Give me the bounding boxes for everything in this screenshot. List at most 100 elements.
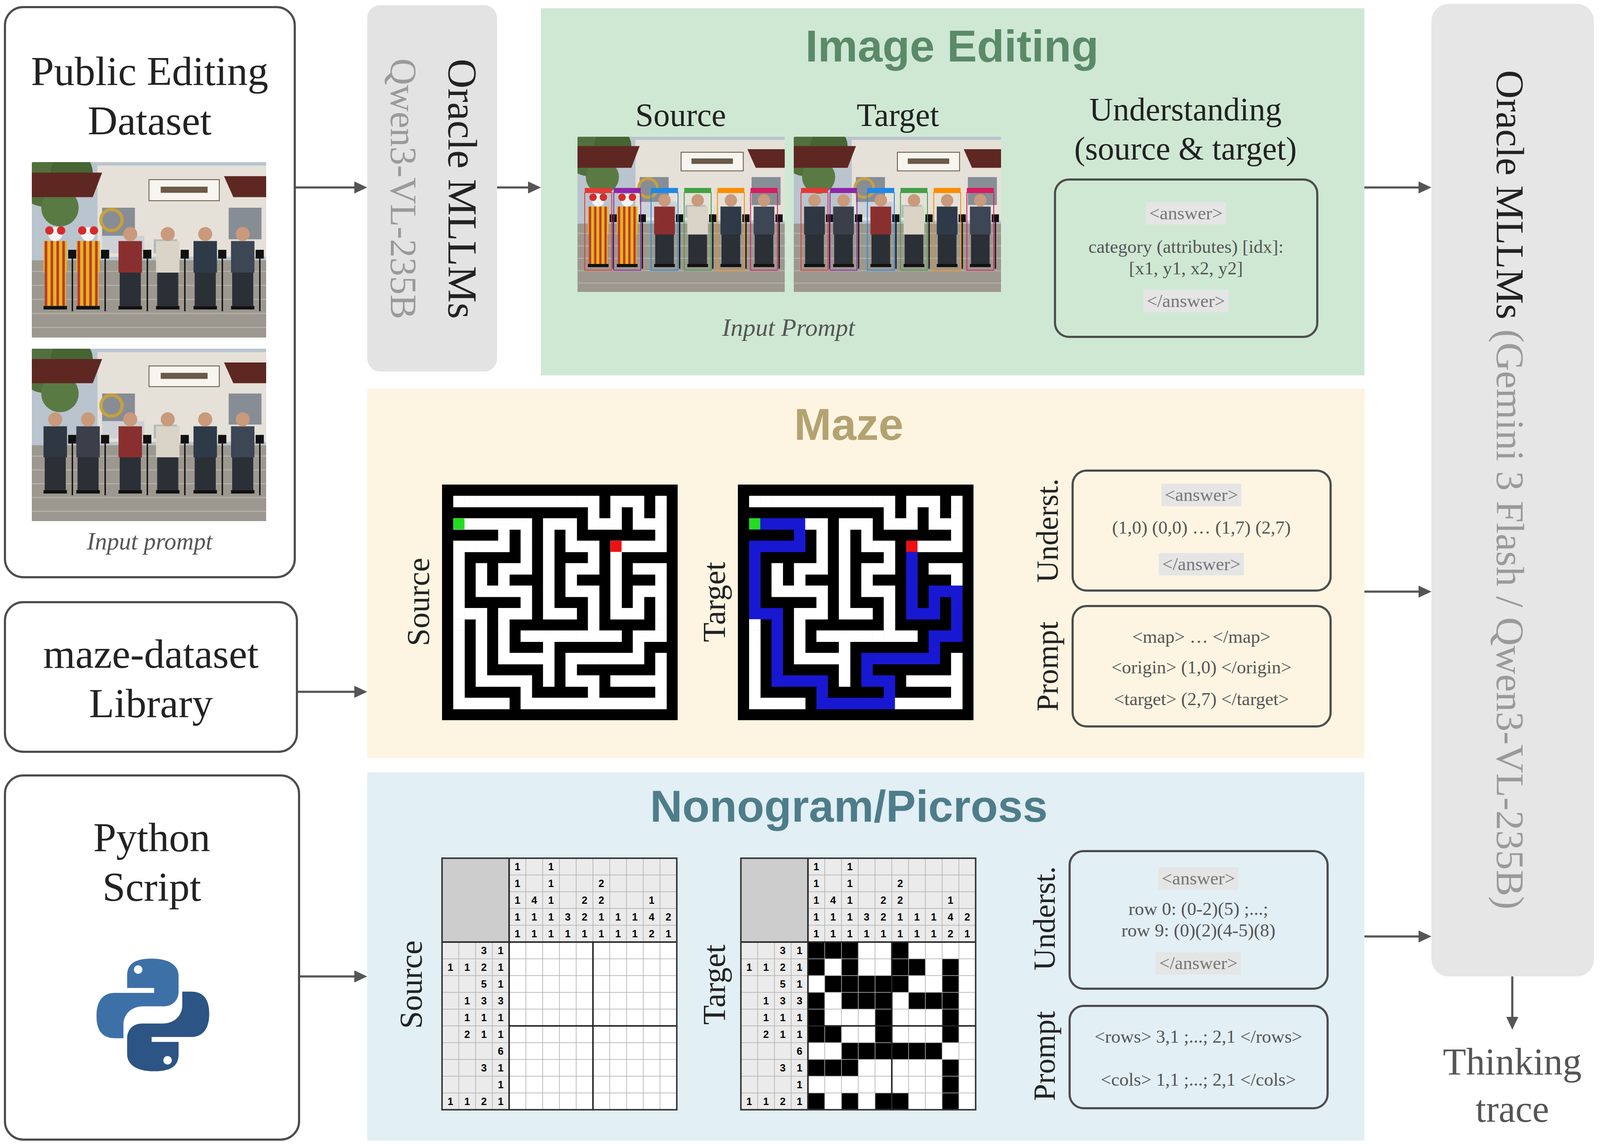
maze-cell [509,652,522,665]
clue-number: 1 4 2 [946,891,956,943]
maze-cell [838,596,851,609]
photo-feet [193,306,218,310]
maze-cell [554,518,566,530]
maze-cell [793,518,806,530]
maze-cell [453,641,465,654]
maze-cell [554,608,566,620]
maze-cell [520,495,533,508]
maze-cell [782,540,795,553]
maze-cell [872,630,885,642]
grid-line [442,975,677,977]
maze-cell [543,563,555,575]
bounding-box [717,192,745,271]
arrow-connector [1364,585,1432,598]
nonogram-filled-cell [942,1076,959,1094]
maze-cell [453,540,465,553]
maze-cell [838,529,851,541]
maze-cell [883,652,896,665]
maze-cell [905,495,918,508]
maze-cell [453,664,465,676]
maze-cell [610,574,622,587]
bounding-box [684,192,712,271]
photo-pavement-line [31,298,267,300]
clue-number: 1 1 [929,908,939,943]
maze-cell [497,529,510,541]
photo-stand [71,258,74,311]
maze-cell [655,630,667,642]
bounding-box [867,192,895,271]
photo-stand [709,214,717,223]
maze-cell [576,563,589,575]
maze-cell [939,563,952,575]
photo-person [76,426,101,458]
photo [577,136,785,292]
maze-cell [475,630,488,642]
maze-cell [816,686,829,699]
photo-pavement-line [793,282,1002,284]
maze-cell [883,686,896,699]
maze-cell [883,518,896,530]
python-logo [96,958,209,1072]
nonogram-filled-cell [807,1025,825,1043]
maze-cell [861,630,873,642]
maze-cell [905,596,918,609]
maze-cell [771,641,784,654]
grid-line [841,858,842,1110]
photo-stand [259,258,261,311]
maze-cell [951,529,963,541]
nonogram-filled-cell [841,992,859,1010]
nonogram-filled-cell [841,1059,859,1077]
maze-cell [644,563,656,575]
maze-cell [928,630,941,642]
maze-cell [598,697,611,710]
photo-person [903,206,925,235]
maze-cell [655,686,667,699]
grid-line [442,1025,677,1027]
photo-shape [874,194,888,207]
arrow-head [354,970,368,983]
maze-cell [760,518,772,530]
photo-sky [31,348,267,522]
maze-cell [565,495,578,508]
bounding-box [750,192,778,271]
photo-shape [48,412,63,427]
photo-person [230,241,255,273]
model-bar: Oracle MLLMs(Gemini 3 Flash / Qwen3-VL-2… [1431,3,1594,977]
maze-cell [850,697,862,710]
photo-pavement-line [31,469,267,471]
connector-line [295,186,357,189]
photo-person [870,206,891,235]
photo-shape [198,227,213,242]
maze-cell [872,495,885,508]
grid-line [442,991,677,993]
nonogram-clue-area [442,858,677,1110]
photo-person [655,233,674,265]
grid-thick-line [807,858,809,1110]
maze-cell [951,563,963,575]
grid-thick-line [442,941,677,943]
photo-stand [221,443,223,496]
maze-cell [655,619,667,631]
maze-cell [632,608,645,620]
maze-cell [531,697,544,710]
maze-cell [894,697,907,710]
photo-stripe [633,206,636,265]
nonogram-filled-cell [841,975,859,993]
bounding-box-tag [900,187,928,193]
photo-stand [143,435,152,444]
maze-cell [872,585,885,598]
maze-cell [905,552,918,564]
maze-cell [816,518,829,530]
photo-person [232,270,254,307]
grid-line [609,858,611,1110]
grid-thick-line [807,1025,976,1027]
maze-cell [644,518,656,530]
illustration-group [96,958,209,1072]
tag-text: <answer> [1145,202,1226,225]
nonogram-border [740,858,976,1110]
maze-cell [861,697,873,710]
photo-stand [221,258,223,311]
nonogram-border [442,858,677,1110]
source-box: maze-dataset Library [3,601,298,753]
illustration-group [20,151,267,522]
